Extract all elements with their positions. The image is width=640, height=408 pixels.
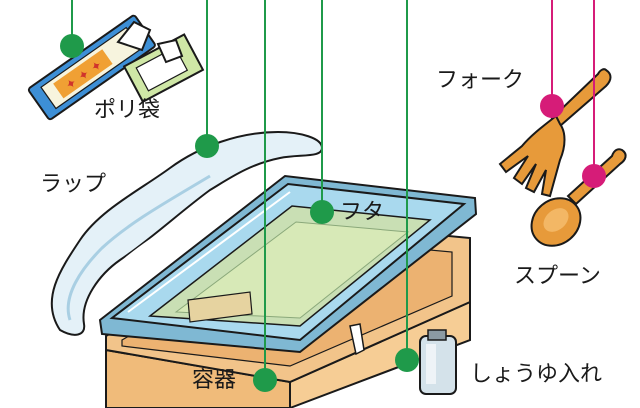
wrap-marker — [195, 134, 219, 158]
fork-illustration — [498, 68, 612, 198]
plastic-wrap-illustration — [50, 130, 324, 336]
lid-marker — [310, 200, 334, 224]
wrap-label: ラップ — [40, 172, 107, 197]
lid-illustration — [98, 174, 478, 356]
marker-dots — [60, 34, 606, 392]
plastic-bag-illustration: ✦ ✦ ✦ — [27, 14, 205, 121]
fork-label: フォーク — [436, 68, 525, 93]
fork-marker — [540, 94, 564, 118]
spoon-marker — [582, 164, 606, 188]
spoon-label: スプーン — [514, 264, 601, 289]
leader-lines — [71, 0, 595, 380]
lid-label: フタ — [340, 200, 385, 225]
soy-sauce-marker — [395, 348, 419, 372]
plastic-bag-marker — [60, 34, 84, 58]
container-label: 容器 — [192, 368, 237, 393]
soy-sauce-bottle-illustration — [419, 329, 457, 395]
soy-sauce-label: しょうゆ入れ — [470, 362, 603, 387]
plastic-bag-label: ポリ袋 — [94, 98, 161, 123]
container-marker — [253, 368, 277, 392]
